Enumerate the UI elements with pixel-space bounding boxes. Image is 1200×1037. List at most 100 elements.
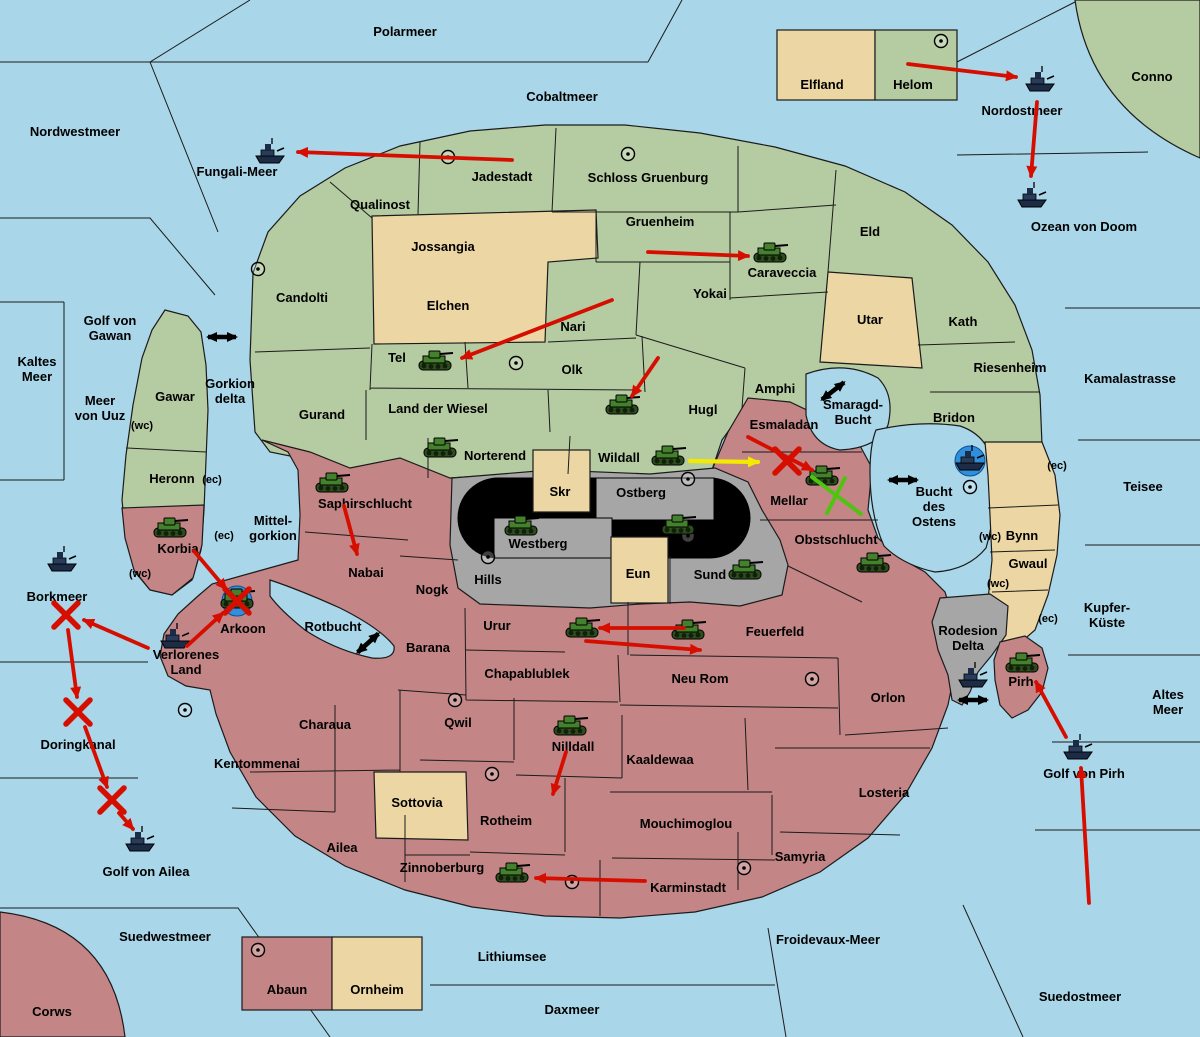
red-attack-arrow xyxy=(342,504,360,556)
region-utar[interactable] xyxy=(819,271,923,369)
town-marker xyxy=(480,549,496,565)
land-label-korbia: Korbia xyxy=(157,541,199,556)
sea-label-golf-von-pirh: Golf von Pirh xyxy=(1043,766,1125,781)
land-label-kath: Kath xyxy=(949,314,978,329)
region-elfland[interactable] xyxy=(776,29,876,101)
land-label-sund: Sund xyxy=(694,567,727,582)
region-skr[interactable] xyxy=(532,449,591,513)
land-label-qualinost: Qualinost xyxy=(350,197,411,212)
sea-label-suedwestmeer: Suedwestmeer xyxy=(119,929,211,944)
land-label-mouchimoglou: Mouchimoglou xyxy=(640,816,732,831)
land-label-saphirschlucht: Saphirschlucht xyxy=(318,496,413,511)
sea-label-fungali-meer: Fungali-Meer xyxy=(197,164,278,179)
sea-label-nordostmeer: Nordostmeer xyxy=(982,103,1063,118)
red-attack-arrow xyxy=(646,250,750,262)
sea-label-mittel: Mittel-gorkion xyxy=(249,513,297,543)
region-rodesion-delta[interactable] xyxy=(931,593,1009,706)
land-label-norterend: Norterend xyxy=(464,448,526,463)
sea-label-lithiumsee: Lithiumsee xyxy=(478,949,547,964)
sea-label-doringkanal: Doringkanal xyxy=(40,737,115,752)
land-label-abaun: Abaun xyxy=(267,982,308,997)
land-label-gruenheim: Gruenheim xyxy=(626,214,695,229)
land-label-jossangia: Jossangia xyxy=(411,239,475,254)
land-label-kaaldewaa: Kaaldewaa xyxy=(626,752,694,767)
sea-label-polarmeer: Polarmeer xyxy=(373,24,437,39)
land-label-gwaul: Gwaul xyxy=(1008,556,1047,571)
town-marker xyxy=(177,702,193,718)
land-label-candolti: Candolti xyxy=(276,290,328,305)
land-label-westberg: Westberg xyxy=(509,536,568,551)
red-attack-arrow xyxy=(83,725,109,789)
land-label-caraveccia: Caraveccia xyxy=(748,265,817,280)
land-label-esmaladan: Esmaladan xyxy=(750,417,819,432)
red-attack-arrow xyxy=(185,611,225,648)
town-marker xyxy=(680,471,696,487)
land-label-nari: Nari xyxy=(560,319,585,334)
sea-label-corws: Corws xyxy=(32,1004,72,1019)
sea-label-cobaltmeer: Cobaltmeer xyxy=(526,89,598,104)
region-pirh[interactable] xyxy=(993,635,1049,719)
land-label-bridon: Bridon xyxy=(933,410,975,425)
land-label-pirh: Pirh xyxy=(1008,674,1033,689)
region-eun[interactable] xyxy=(610,536,669,604)
red-attack-arrow xyxy=(192,549,228,591)
land-label-obstschlucht: Obstschlucht xyxy=(794,532,878,547)
red-attack-arrow xyxy=(296,146,514,162)
region-conno[interactable] xyxy=(1074,0,1200,159)
ferry-link[interactable] xyxy=(820,380,846,402)
land-label-urur: Urur xyxy=(483,618,510,633)
land-label-skr: Skr xyxy=(550,484,571,499)
region-ostberg[interactable] xyxy=(595,477,715,521)
land-label-hugl: Hugl xyxy=(689,402,718,417)
sea-label-golf-von-ailea: Golf von Ailea xyxy=(103,864,191,879)
red-attack-arrow xyxy=(630,356,660,398)
land-label-bynn: Bynn xyxy=(1006,528,1039,543)
land-label-gawar: Gawar xyxy=(155,389,195,404)
sea-label-rotbucht: Rotbucht xyxy=(304,619,362,634)
town-marker xyxy=(508,355,524,371)
sea-label-teisee: Teisee xyxy=(1123,479,1163,494)
land-label-arkoon: Arkoon xyxy=(220,621,266,636)
small-label-wc: (wc) xyxy=(987,578,1009,590)
region-sottovia[interactable] xyxy=(373,771,469,841)
land-label-yokai: Yokai xyxy=(693,286,727,301)
small-label-wc: (wc) xyxy=(979,531,1001,543)
small-label-ec: (ec) xyxy=(202,474,222,486)
ferry-link[interactable] xyxy=(356,631,380,655)
red-attack-arrow xyxy=(550,750,568,796)
land-label-elchen: Elchen xyxy=(427,298,470,313)
land-label-utar: Utar xyxy=(857,312,883,327)
town-marker xyxy=(250,261,266,277)
land-label-conno: Conno xyxy=(1131,69,1172,84)
land-label-zinnoberburg: Zinnoberburg xyxy=(400,860,485,875)
land-label-elfland: Elfland xyxy=(800,77,843,92)
sea-label-ozean-von-doom: Ozean von Doom xyxy=(1031,219,1137,234)
red-attack-arrow xyxy=(117,811,135,831)
ferry-links-layer xyxy=(206,332,989,705)
labels-layer: PolarmeerCobaltmeerNordwestmeerConnoNord… xyxy=(17,24,1183,1019)
small-label-wc: (wc) xyxy=(129,568,151,580)
land-label-chapablublek: Chapablublek xyxy=(484,666,570,681)
town-marker xyxy=(962,479,978,495)
land-label-eld: Eld xyxy=(860,224,880,239)
region-jossangia-elchen[interactable] xyxy=(371,209,599,345)
land-label-ornheim: Ornheim xyxy=(350,982,403,997)
land-label-schloss-gruenburg: Schloss Gruenburg xyxy=(588,170,709,185)
region-corws[interactable] xyxy=(0,911,126,1037)
land-label-land-der-wiesel: Land der Wiesel xyxy=(388,401,488,416)
region-ornheim[interactable] xyxy=(331,936,423,1011)
land-label-losteria: Losteria xyxy=(859,785,910,800)
town-marker xyxy=(250,942,266,958)
town-marker xyxy=(484,766,500,782)
land-label-tel: Tel xyxy=(388,350,406,365)
land-label-helom: Helom xyxy=(893,77,933,92)
land-label-sottovia: Sottovia xyxy=(391,795,443,810)
red-attack-arrow xyxy=(906,62,1018,82)
